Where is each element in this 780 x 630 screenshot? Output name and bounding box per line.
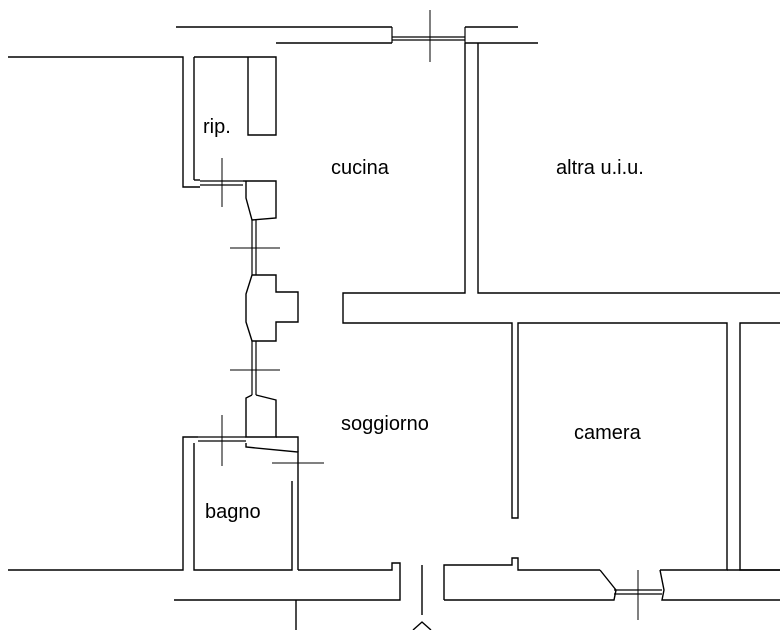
room-label-altra-uiu: altra u.i.u. [556, 157, 644, 179]
facade-left [230, 220, 299, 438]
kitchen-walls [342, 43, 780, 571]
room-label-bagno: bagno [205, 501, 261, 523]
room-label-rip: rip. [203, 116, 231, 138]
window-bottom [580, 569, 780, 620]
bottom-walls [174, 557, 600, 630]
top-walls [8, 26, 538, 188]
window-top [391, 10, 466, 62]
window-closet [200, 158, 277, 221]
bathroom-walls [8, 415, 324, 571]
room-label-soggiorno: soggiorno [341, 413, 429, 435]
closet-walls [193, 57, 200, 181]
room-label-cucina: cucina [331, 157, 390, 179]
room-label-camera: camera [574, 422, 642, 444]
